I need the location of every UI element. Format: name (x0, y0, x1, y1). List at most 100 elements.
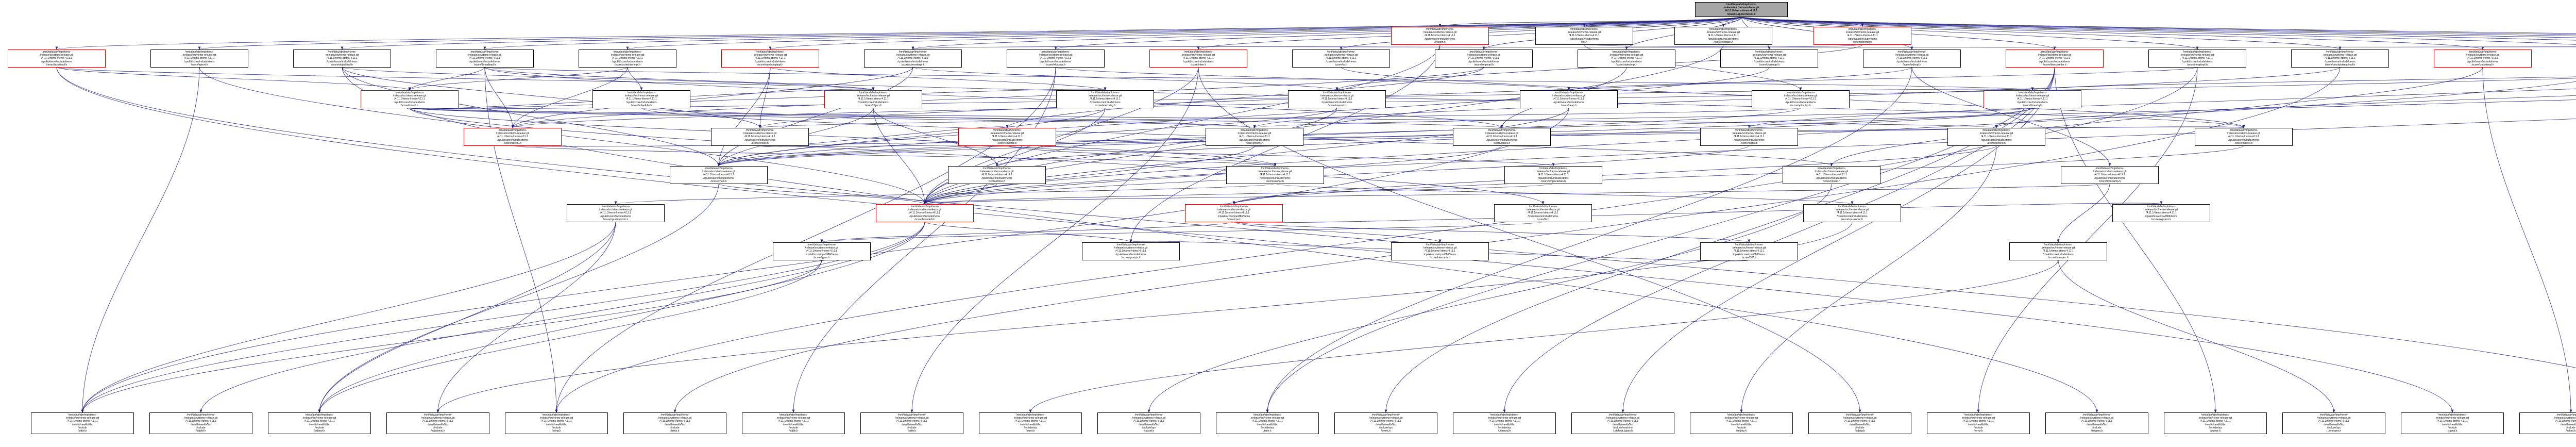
graph-node-score-thread-h[interactable]: /mnt/data/abr/tmp/rtems-/release/src/rte… (361, 90, 459, 109)
graph-node-init-h[interactable]: /mnt/data/abr/tmp/rtems-/release/src/rte… (1535, 27, 1633, 45)
graph-node-extensionimpl-h[interactable]: /mnt/data/abr/tmp/rtems-/release/src/rte… (1814, 27, 1911, 45)
node-path-line: /4.11.1/rtems-/rtems-4.11.1 (1963, 420, 1994, 423)
node-path-line: /include (2092, 426, 2102, 429)
graph-edge (820, 221, 1234, 243)
graph-node-score-statesimpl-h[interactable]: /mnt/data/abr/tmp/rtems-/release/src/rte… (1578, 49, 1675, 68)
node-path-line: /score/cpuset.h (1823, 179, 1840, 183)
graph-node-score-schedulerimpl-h[interactable]: /mnt/data/abr/tmp/rtems-/release/src/rte… (579, 49, 676, 68)
graph-node-score-watchdog-h[interactable]: /mnt/data/abr/tmp/rtems-/release/src/rte… (1056, 90, 1154, 109)
graph-node-stdint-h[interactable]: /mnt/data/abr/tmp/rtems-/release/src/rte… (31, 412, 134, 434)
graph-node-score-priority-h[interactable]: /mnt/data/abr/tmp/rtems-/release/src/rte… (1206, 128, 1303, 146)
graph-node-score-tls-h[interactable]: /mnt/data/abr/tmp/rtems-/release/src/rte… (1494, 204, 1592, 223)
graph-node-stdatomic-h[interactable]: /mnt/data/abr/tmp/rtems-/release/src/rte… (386, 412, 489, 434)
graph-node-score-interrupts-h[interactable]: /mnt/data/abr/tmp/rtems-/release/src/rte… (1391, 242, 1489, 261)
graph-node-rtems-tasksimpl-h[interactable]: /mnt/data/abr/tmp/rtems-/release/src/rte… (8, 49, 106, 68)
node-path-line: /cpukit/score/include/rtems (1528, 214, 1558, 218)
graph-node-score-apimutex-h[interactable]: /mnt/data/abr/tmp/rtems-/release/src/rte… (1752, 90, 1850, 109)
graph-node-score-chainimpl-h[interactable]: /mnt/data/abr/tmp/rtems-/release/src/rte… (1720, 49, 1818, 68)
graph-node-score-i386-h[interactable]: /mnt/data/abr/tmp/rtems-/release/src/rte… (1700, 242, 1798, 261)
graph-node-stdbool-h[interactable]: /mnt/data/abr/tmp/rtems-/release/src/rte… (268, 412, 371, 434)
graph-node-score-sysstate-h[interactable]: /mnt/data/abr/tmp/rtems-/release/src/rte… (1674, 27, 1772, 45)
graph-node-score-cpusetimpl-h[interactable]: /mnt/data/abr/tmp/rtems-/release/src/rte… (2434, 49, 2532, 68)
graph-node-score-userextimpl-h[interactable]: /mnt/data/abr/tmp/rtems-/release/src/rte… (864, 49, 962, 68)
graph-node-score-timecounter-h[interactable]: /mnt/data/abr/tmp/rtems-/release/src/rte… (2006, 49, 2104, 68)
graph-node-time-h[interactable]: /mnt/data/abr/tmp/rtems-/release/src/rte… (1216, 412, 1319, 434)
graph-node-system-h[interactable]: /mnt/data/abr/tmp/rtems-/release/src/rte… (1391, 27, 1489, 45)
graph-node-score-isrlock-h[interactable]: /mnt/data/abr/tmp/rtems-/release/src/rte… (711, 128, 809, 146)
node-path-line: /release/src/rtems-release.git (624, 94, 658, 98)
node-path-line: /mnt/data/abr/tmp/rtems- (910, 205, 939, 208)
graph-node-stdlib-h[interactable]: /mnt/data/abr/tmp/rtems-/release/src/rte… (742, 412, 845, 434)
graph-node-score-cpu-h[interactable]: /mnt/data/abr/tmp/rtems-/release/src/rte… (1185, 204, 1283, 223)
graph-node-score-cpustdatomic-h[interactable]: /mnt/data/abr/tmp/rtems-/release/src/rte… (567, 204, 665, 223)
graph-node-score-heap-h[interactable]: /mnt/data/abr/tmp/rtems-/release/src/rte… (1520, 90, 1618, 109)
graph-node-stdarg-h[interactable]: /mnt/data/abr/tmp/rtems-/release/src/rte… (1808, 412, 1911, 434)
graph-node-score-object-h[interactable]: /mnt/data/abr/tmp/rtems-/release/src/rte… (824, 90, 922, 109)
node-path-line: /errno.h (1974, 429, 1983, 433)
graph-node-string-h[interactable]: /mnt/data/abr/tmp/rtems-/release/src/rte… (505, 412, 608, 434)
graph-node-score-isr-h[interactable]: /mnt/data/abr/tmp/rtems-/release/src/rte… (1292, 49, 1390, 68)
graph-node-score-timestamp-h[interactable]: /mnt/data/abr/tmp/rtems-/release/src/rte… (2061, 166, 2159, 185)
graph-node-score-states-h[interactable]: /mnt/data/abr/tmp/rtems-/release/src/rte… (1453, 128, 1551, 146)
graph-edge (1741, 16, 2576, 34)
graph-edge (511, 67, 913, 128)
graph-node-score-isrlevel-h[interactable]: /mnt/data/abr/tmp/rtems-/release/src/rte… (2195, 128, 2293, 146)
graph-node-signal-h[interactable]: /mnt/data/abr/tmp/rtems-/release/src/rte… (2401, 412, 2504, 434)
graph-node-score-smplockstats-h[interactable]: /mnt/data/abr/tmp/rtems-/release/src/rte… (1504, 166, 1602, 185)
graph-node-score-timespec-h[interactable]: /mnt/data/abr/tmp/rtems-/release/src/rte… (2009, 242, 2107, 261)
graph-node-timespec-h[interactable]: /mnt/data/abr/tmp/rtems-/release/src/rte… (2282, 412, 2385, 434)
node-path-line: /newlib/newlib/libc (901, 423, 923, 426)
graph-node-score-smpimpl-h[interactable]: /mnt/data/abr/tmp/rtems-/release/src/rte… (1435, 49, 1533, 68)
graph-node-limits-h[interactable]: /mnt/data/abr/tmp/rtems-/release/src/rte… (623, 412, 726, 434)
graph-node-stddef-h[interactable]: /mnt/data/abr/tmp/rtems-/release/src/rte… (149, 412, 252, 434)
graph-node-score-context-h[interactable]: /mnt/data/abr/tmp/rtems-/release/src/rte… (1947, 128, 2045, 146)
node-path-line: /release/src/rtems-release.git (40, 54, 74, 57)
node-path-line: /include/sys (1379, 426, 1393, 429)
graph-node-score-userext-h[interactable]: /mnt/data/abr/tmp/rtems-/release/src/rte… (1288, 90, 1386, 109)
graph-node-score-interr-h[interactable]: /mnt/data/abr/tmp/rtems-/release/src/rte… (1149, 49, 1247, 68)
graph-node-score-percpu-h[interactable]: /mnt/data/abr/tmp/rtems-/release/src/rte… (464, 128, 562, 146)
graph-node-score-watchdogimpl-h[interactable]: /mnt/data/abr/tmp/rtems-/release/src/rte… (721, 49, 819, 68)
node-path-line: /score/percpu.h (503, 141, 522, 145)
graph-edge (512, 78, 2576, 128)
graph-root-node[interactable]: /mnt/data/abr/tmp/rtems-/release/src/rte… (1695, 2, 1788, 17)
node-path-line: /release/src/rtems-release.git (1723, 6, 1759, 10)
node-path-line: /4.11.1/rtems-/rtems-4.11.1 (1425, 34, 1455, 38)
graph-node-sched-h[interactable]: /mnt/data/abr/tmp/rtems-/release/src/rte… (2519, 412, 2576, 434)
graph-node-queue-h[interactable]: /mnt/data/abr/tmp/rtems-/release/src/rte… (2164, 412, 2267, 434)
graph-edge (81, 221, 925, 413)
graph-node-score-smplock-h[interactable]: /mnt/data/abr/tmp/rtems-/release/src/rte… (958, 128, 1056, 146)
graph-node-score-objectimpl-h[interactable]: /mnt/data/abr/tmp/rtems-/release/src/rte… (293, 49, 391, 68)
graph-node-score-todimpl-h[interactable]: /mnt/data/abr/tmp/rtems-/release/src/rte… (1863, 49, 1961, 68)
graph-node-types-h[interactable]: /mnt/data/abr/tmp/rtems-/release/src/rte… (979, 412, 1082, 434)
graph-node-score-cpuatomic-h[interactable]: /mnt/data/abr/tmp/rtems-/release/src/rte… (1803, 204, 1901, 223)
graph-node-setjmp-h[interactable]: /mnt/data/abr/tmp/rtems-/release/src/rte… (1690, 412, 1793, 434)
graph-node-inttypes-h[interactable]: /mnt/data/abr/tmp/rtems-/release/src/rte… (2045, 412, 2148, 434)
graph-node-score-registers-h[interactable]: /mnt/data/abr/tmp/rtems-/release/src/rte… (2112, 204, 2210, 223)
graph-node-timeval-h[interactable]: /mnt/data/abr/tmp/rtems-/release/src/rte… (1453, 412, 1556, 434)
graph-node-score-threadq-h[interactable]: /mnt/data/abr/tmp/rtems-/release/src/rte… (1984, 90, 2081, 109)
graph-node-cpuset-h[interactable]: /mnt/data/abr/tmp/rtems-/release/src/rte… (1097, 412, 1200, 434)
graph-node-score-scheduler-h[interactable]: /mnt/data/abr/tmp/rtems-/release/src/rte… (592, 90, 690, 109)
graph-node-score-cpuopts-h[interactable]: /mnt/data/abr/tmp/rtems-/release/src/rte… (1082, 242, 1180, 261)
graph-node-score-heapimpl-h[interactable]: /mnt/data/abr/tmp/rtems-/release/src/rte… (2148, 49, 2246, 68)
graph-edge (911, 16, 1742, 50)
graph-node-score-rbtree-h[interactable]: /mnt/data/abr/tmp/rtems-/release/src/rte… (948, 166, 1046, 185)
graph-node-score-mppkt-h[interactable]: /mnt/data/abr/tmp/rtems-/release/src/rte… (1700, 128, 1798, 146)
graph-node-timetc-h[interactable]: /mnt/data/abr/tmp/rtems-/release/src/rte… (1334, 412, 1437, 434)
graph-node-score-prioritybitmapimpl-h[interactable]: /mnt/data/abr/tmp/rtems-/release/src/rte… (2291, 49, 2389, 68)
graph-node-score-threadimpl-h[interactable]: /mnt/data/abr/tmp/rtems-/release/src/rte… (436, 49, 534, 68)
graph-node-score-atomic-h[interactable]: /mnt/data/abr/tmp/rtems-/release/src/rte… (1226, 166, 1324, 185)
graph-node-score-apiext-h[interactable]: /mnt/data/abr/tmp/rtems-/release/src/rte… (150, 49, 248, 68)
graph-node-default-types-h[interactable]: /mnt/data/abr/tmp/rtems-/release/src/rte… (1571, 412, 1674, 434)
graph-node-score-basedefs-h[interactable]: /mnt/data/abr/tmp/rtems-/release/src/rte… (876, 204, 974, 223)
graph-node-stdio-h[interactable]: /mnt/data/abr/tmp/rtems-/release/src/rte… (860, 412, 963, 434)
graph-node-errno-h[interactable]: /mnt/data/abr/tmp/rtems-/release/src/rte… (1927, 412, 2030, 434)
graph-edge (81, 221, 616, 413)
graph-node-score-wkspace-h[interactable]: /mnt/data/abr/tmp/rtems-/release/src/rte… (1007, 49, 1105, 68)
graph-node-score-types-h[interactable]: /mnt/data/abr/tmp/rtems-/release/src/rte… (773, 242, 871, 261)
graph-edge (912, 44, 1863, 50)
node-path-line: /cpuset.h (1143, 429, 1155, 433)
graph-node-score-chain-h[interactable]: /mnt/data/abr/tmp/rtems-/release/src/rte… (670, 166, 768, 185)
graph-node-score-cpuset-h[interactable]: /mnt/data/abr/tmp/rtems-/release/src/rte… (1783, 166, 1880, 185)
